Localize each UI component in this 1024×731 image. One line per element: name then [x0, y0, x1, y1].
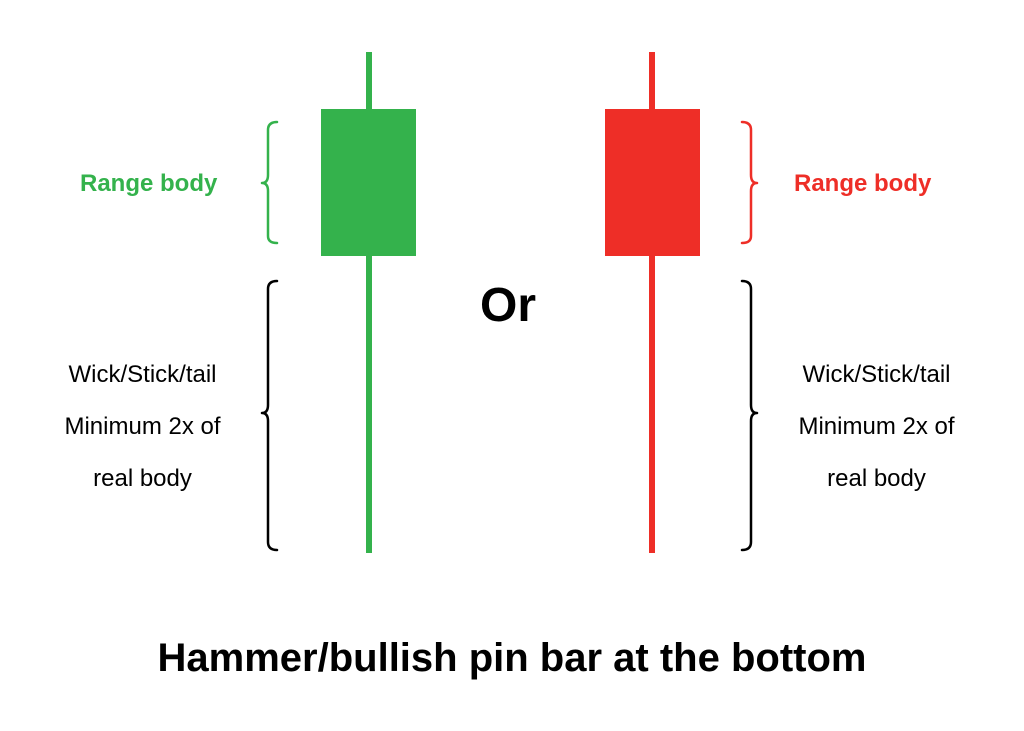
- green-candle-body: [321, 109, 416, 256]
- right-range-brace: [740, 120, 759, 245]
- left-wick-line-2: Minimum 2x of: [64, 413, 221, 440]
- right-wick-line-2: Minimum 2x of: [798, 413, 955, 440]
- left-range-brace: [260, 120, 279, 245]
- right-wick-label: Wick/Stick/tail Minimum 2x of real body: [774, 349, 979, 505]
- diagram-caption: Hammer/bullish pin bar at the bottom: [157, 636, 867, 680]
- right-wick-brace: [740, 279, 759, 552]
- right-range-body-label: Range body: [794, 170, 932, 197]
- or-label: Or: [480, 279, 537, 332]
- left-wick-line-1: Wick/Stick/tail: [68, 361, 217, 388]
- left-range-body-label: Range body: [80, 170, 218, 197]
- left-wick-brace: [260, 279, 279, 552]
- right-wick-line-3: real body: [827, 465, 926, 492]
- red-candle-body: [605, 109, 700, 256]
- right-wick-line-1: Wick/Stick/tail: [802, 361, 951, 388]
- left-wick-label: Wick/Stick/tail Minimum 2x of real body: [40, 349, 245, 505]
- left-wick-line-3: real body: [93, 465, 192, 492]
